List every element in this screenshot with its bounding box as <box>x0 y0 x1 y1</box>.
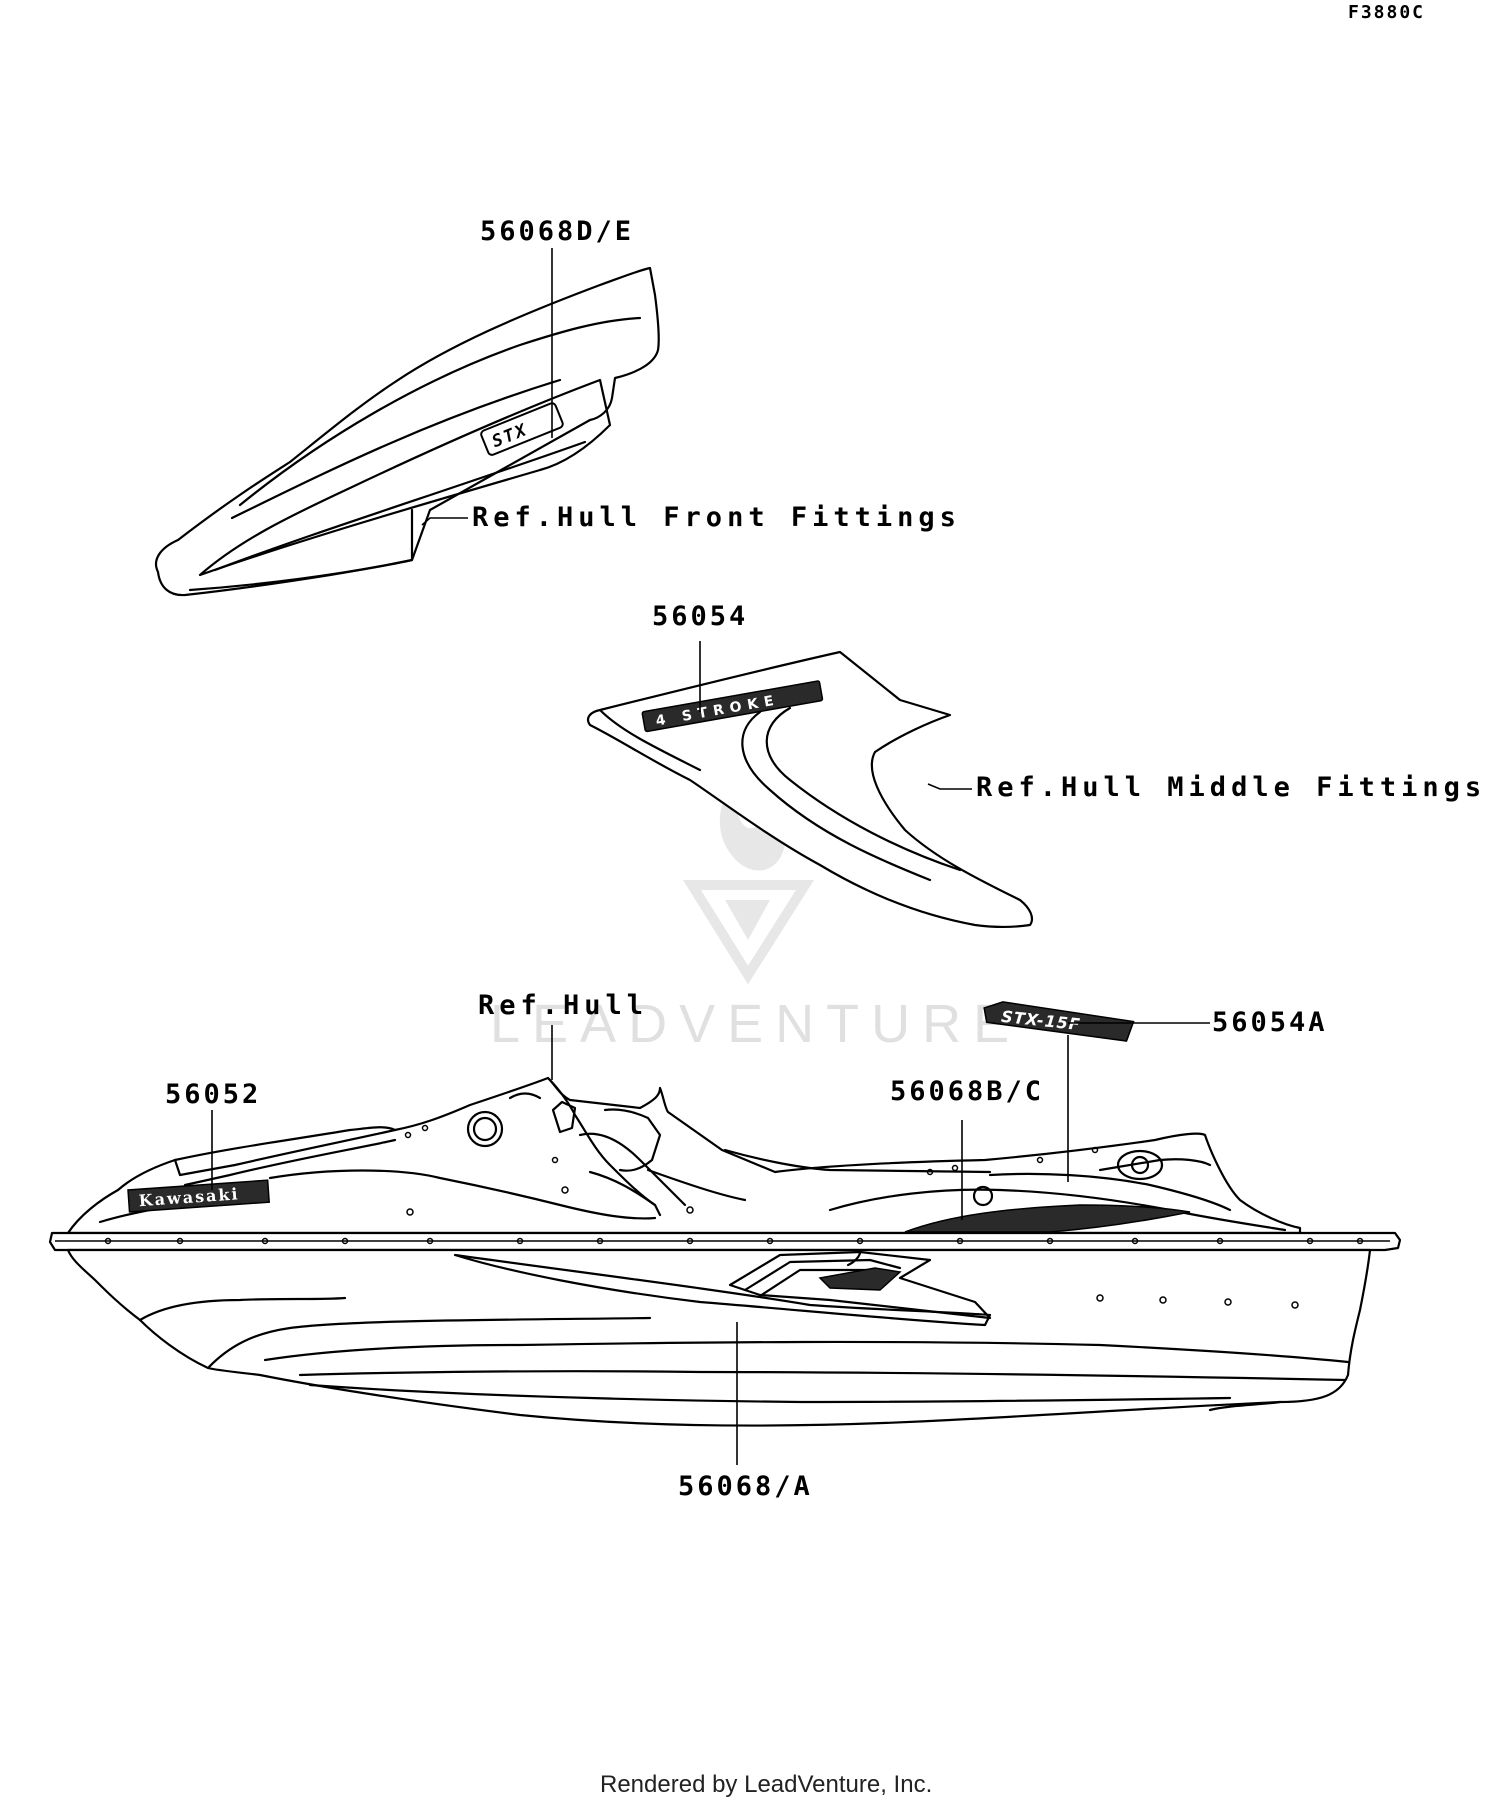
callout-56068DE[interactable]: 56068D/E <box>480 216 634 247</box>
callout-56068A[interactable]: 56068/A <box>678 1471 813 1502</box>
callout-56052[interactable]: 56052 <box>165 1079 261 1110</box>
callout-ref-hull[interactable]: Ref.Hull <box>478 990 648 1021</box>
hull-middle-fittings-drawing: 4 STROKE <box>586 650 1034 928</box>
footer-credit: Rendered by LeadVenture, Inc. <box>600 1771 932 1798</box>
callout-ref-hull-front-fittings[interactable]: Ref.Hull Front Fittings <box>472 502 961 533</box>
hull-rivets <box>104 1124 1364 1309</box>
callout-ref-hull-middle-fittings[interactable]: Ref.Hull Middle Fittings <box>976 772 1486 803</box>
kawasaki-decal: Kawasaki <box>127 1179 270 1213</box>
callout-56068BC[interactable]: 56068B/C <box>890 1076 1044 1107</box>
hull-main-drawing: Kawasaki <box>48 1076 1402 1427</box>
figure-code: F3880C <box>1348 2 1425 23</box>
callout-56054A[interactable]: 56054A <box>1212 1007 1328 1038</box>
side-stripe-decal-bc <box>904 1204 1191 1233</box>
hull-front-fittings-drawing: STX <box>154 266 660 597</box>
watermark-text: LEADVENTURE <box>490 994 1021 1054</box>
stx15f-decal: STX-15F <box>983 1001 1135 1042</box>
callout-56054[interactable]: 56054 <box>652 601 748 632</box>
leader-lines <box>211 248 1210 1465</box>
